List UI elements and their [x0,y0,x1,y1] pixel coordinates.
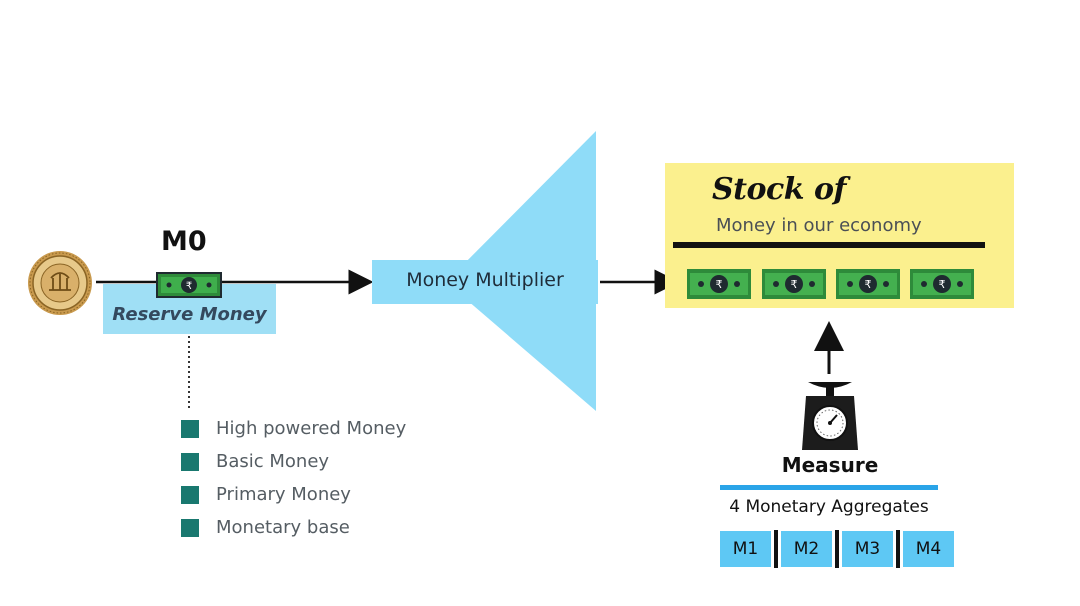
aggregate-m2: M2 [781,531,832,567]
svg-text:₹: ₹ [939,278,946,291]
aggregate-divider [835,530,839,568]
aggregate-m1: M1 [720,531,771,567]
rupee-note-icon: ₹ [762,269,826,299]
svg-text:₹: ₹ [791,278,798,291]
measure-underline [720,485,938,490]
rupee-note-icon: ₹ [836,269,900,299]
rupee-note-icon: ₹ [687,269,751,299]
bullet-square-icon [181,419,199,438]
rbi-seal-icon [28,251,92,315]
aggregates-label: 4 Monetary Aggregates [729,497,929,517]
stock-title: Stock of [712,172,846,207]
stock-underline [673,242,985,248]
money-multiplier-label: Money Multiplier [406,269,564,291]
list-item: Basic Money [181,445,406,478]
aggregate-m3: M3 [842,531,893,567]
svg-text:₹: ₹ [716,278,723,291]
synonym-label: Basic Money [216,451,330,472]
aggregates-row: M1 M2 M3 M4 [720,530,954,568]
aggregate-m4: M4 [903,531,954,567]
synonym-label: High powered Money [216,418,407,439]
rupee-note-icon: ₹ [156,272,222,298]
list-item: High powered Money [181,412,406,445]
synonym-label: Primary Money [216,484,351,505]
aggregate-divider [896,530,900,568]
reserve-money-label: Reserve Money [112,304,267,325]
m0-label: M0 [161,226,207,257]
bullet-square-icon [181,485,199,504]
money-multiplier-box [372,260,598,304]
synonym-label: Monetary base [216,517,350,538]
aggregate-divider [774,530,778,568]
list-item: Primary Money [181,478,406,511]
bullet-square-icon [181,452,199,471]
measure-label: Measure [781,453,879,477]
weighing-scale-icon [802,382,858,450]
list-item: Monetary base [181,511,406,544]
bullet-square-icon [181,518,199,537]
rupee-note-icon: ₹ [910,269,974,299]
svg-text:₹: ₹ [865,278,872,291]
svg-text:₹: ₹ [186,281,192,292]
reserve-money-synonyms: High powered Money Basic Money Primary M… [181,412,406,544]
stock-subtitle: Money in our economy [716,215,922,236]
